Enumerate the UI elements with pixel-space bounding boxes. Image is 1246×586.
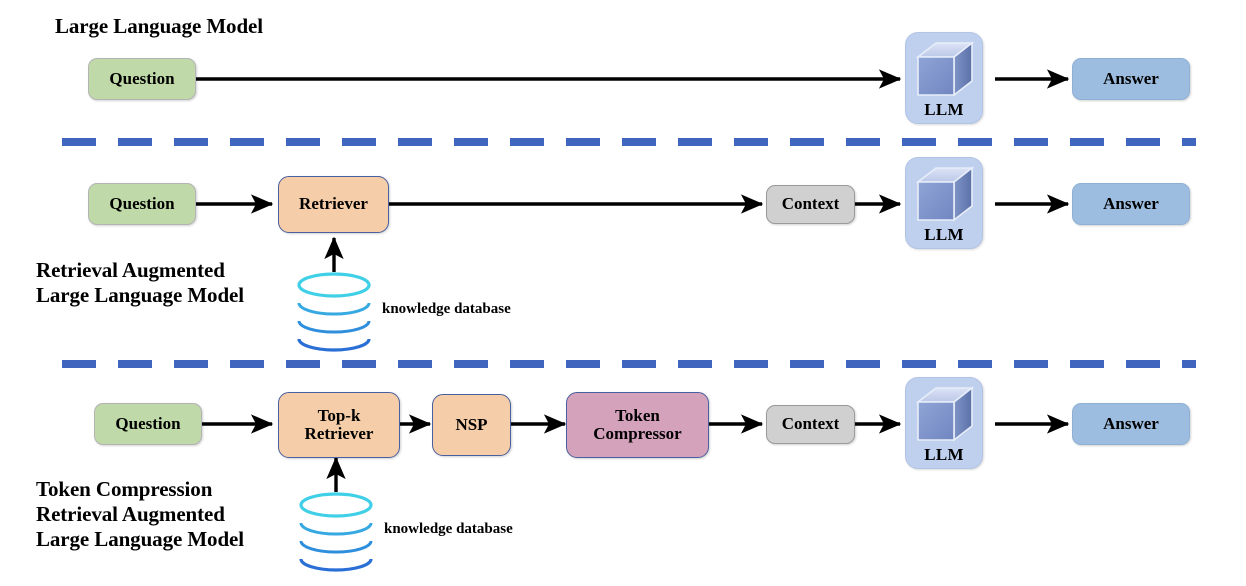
row3-question-box[interactable]: Question xyxy=(94,403,202,445)
row1-question-box[interactable]: Question xyxy=(88,58,196,100)
row2-retriever-box[interactable]: Retriever xyxy=(278,176,389,233)
row3-context-box[interactable]: Context xyxy=(766,405,855,444)
cube-icon xyxy=(915,166,975,222)
database-cylinder-icon-row3 xyxy=(299,492,373,572)
row2-context-box[interactable]: Context xyxy=(766,185,855,224)
row3-answer-box[interactable]: Answer xyxy=(1072,403,1190,445)
cube-icon xyxy=(915,41,975,97)
row2-knowledge-database-label: knowledge database xyxy=(382,301,511,317)
row2-answer-box[interactable]: Answer xyxy=(1072,183,1190,225)
row1-answer-box[interactable]: Answer xyxy=(1072,58,1190,100)
row3-topk-retriever-box[interactable]: Top-k Retriever xyxy=(278,392,400,458)
row3-llm-box[interactable]: LLM xyxy=(905,377,983,469)
row2-question-box[interactable]: Question xyxy=(88,183,196,225)
row1-llm-box[interactable]: LLM xyxy=(905,32,983,124)
section-title-rag: Retrieval Augmented Large Language Model xyxy=(36,258,244,307)
row3-nsp-box[interactable]: NSP xyxy=(432,394,511,456)
row2-llm-box[interactable]: LLM xyxy=(905,157,983,249)
row1-llm-label: LLM xyxy=(924,99,964,119)
section-title-tcrag: Token Compression Retrieval Augmented La… xyxy=(36,477,244,551)
row2-llm-label: LLM xyxy=(924,224,964,244)
section-title-llm: Large Language Model xyxy=(55,14,263,38)
cube-icon xyxy=(915,386,975,442)
row3-llm-label: LLM xyxy=(924,444,964,464)
database-cylinder-icon-row2 xyxy=(297,272,371,352)
row3-token-compressor-box[interactable]: Token Compressor xyxy=(566,392,709,458)
row3-knowledge-database-label: knowledge database xyxy=(384,521,513,537)
